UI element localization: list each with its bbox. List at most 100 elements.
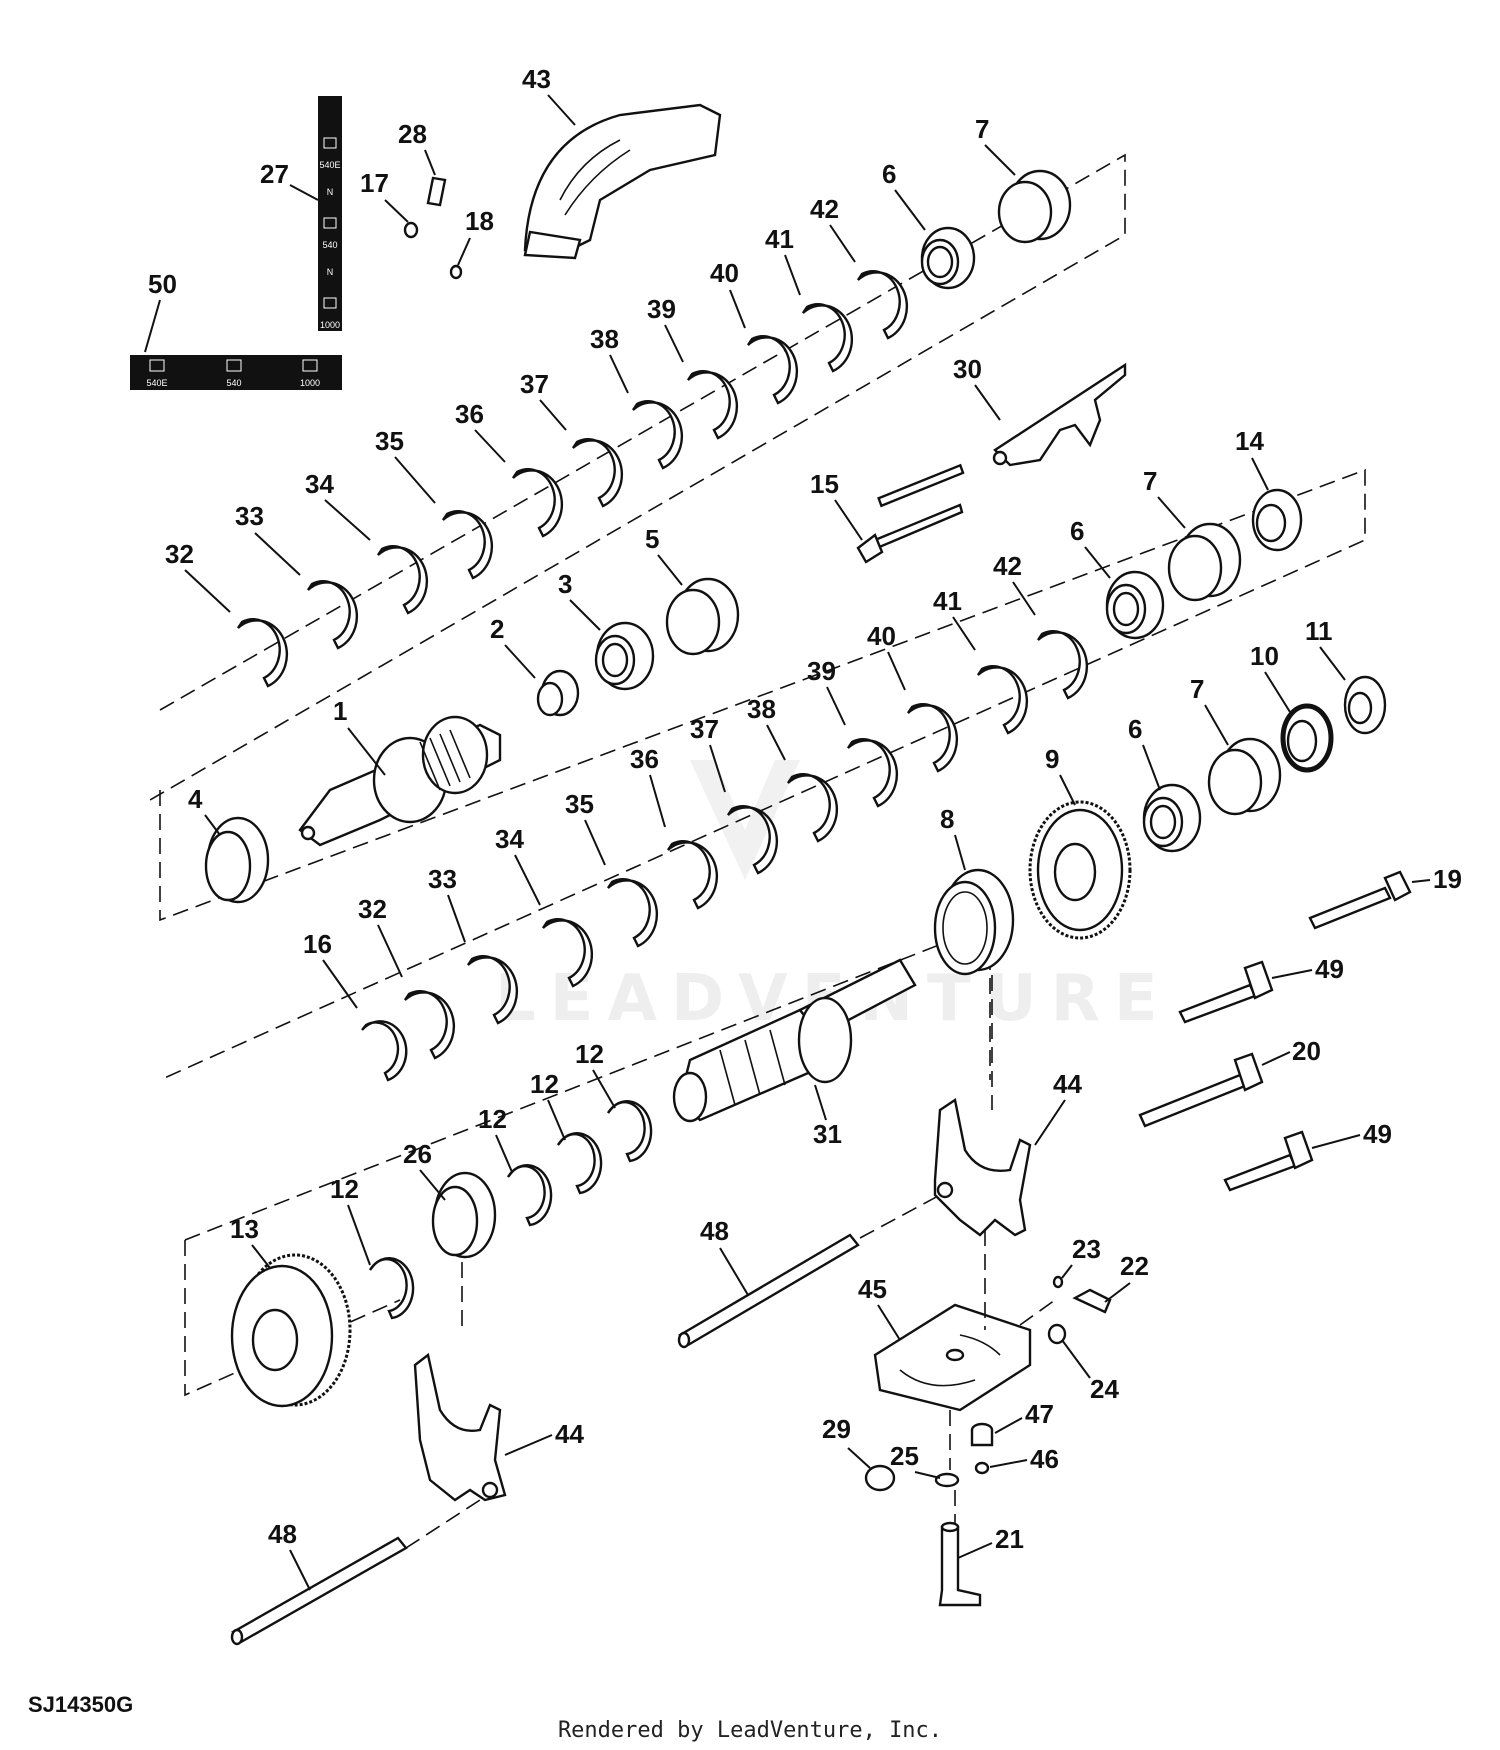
- part-cup-5: [665, 577, 740, 656]
- decal-label-540e: 540E: [319, 160, 340, 170]
- snap-rings-top-row: [237, 270, 909, 688]
- callout-40-mid: 40: [867, 621, 896, 651]
- callout-48-lower: 48: [268, 1519, 297, 1549]
- ring-40-top: [747, 335, 799, 405]
- part-bolt-49-lower: [1223, 1130, 1314, 1192]
- part-shift-rod-48-lower: [230, 1536, 408, 1646]
- ring-16: [361, 1020, 408, 1082]
- part-shaft-21: [938, 1521, 982, 1607]
- assembly-frame-top: [149, 153, 1126, 801]
- part-clip-22: [1072, 1288, 1112, 1314]
- callout-16: 16: [303, 929, 332, 959]
- ring-33-mid: [467, 955, 519, 1025]
- callout-10: 10: [1250, 641, 1279, 671]
- callout-35-top: 35: [375, 426, 404, 456]
- part-washer-14: [1251, 488, 1303, 552]
- part-shift-plate-45: [873, 1303, 1032, 1412]
- callout-33-top: 33: [235, 501, 264, 531]
- part-pin-23: [1052, 1275, 1064, 1289]
- callout-46: 46: [1030, 1444, 1059, 1474]
- callout-14: 14: [1235, 426, 1264, 456]
- callout-7-low: 7: [1190, 674, 1204, 704]
- part-shift-bracket-43: [523, 103, 722, 260]
- callout-27: 27: [260, 159, 289, 189]
- ring-36-top: [512, 468, 564, 538]
- part-gear-26: [431, 1171, 497, 1259]
- callout-4: 4: [188, 784, 203, 814]
- callout-36-mid: 36: [630, 744, 659, 774]
- callout-12-a: 12: [575, 1039, 604, 1069]
- callout-25: 25: [890, 1441, 919, 1471]
- callout-11: 11: [1305, 616, 1333, 646]
- part-washer-25: [934, 1472, 960, 1488]
- part-shaft-1: [298, 715, 502, 847]
- decal-label-540-h: 540: [226, 378, 241, 388]
- callout-1: 1: [333, 696, 347, 726]
- part-bolt-49-upper: [1178, 960, 1274, 1024]
- part-bolt-20: [1138, 1052, 1264, 1128]
- ring-35-top: [442, 510, 494, 580]
- callout-19: 19: [1433, 864, 1462, 894]
- part-shaft-31: [672, 958, 917, 1123]
- callout-12-d: 12: [330, 1174, 359, 1204]
- part-bushing-47: [970, 1422, 994, 1447]
- ring-32-mid: [404, 990, 456, 1060]
- callout-49-lower: 49: [1363, 1119, 1392, 1149]
- callout-42-top: 42: [810, 194, 839, 224]
- callout-18: 18: [465, 206, 494, 236]
- part-shift-lever-30: [992, 362, 1127, 467]
- callout-13: 13: [230, 1214, 259, 1244]
- decal-label-540: 540: [322, 240, 337, 250]
- callout-42-mid: 42: [993, 551, 1022, 581]
- part-pin-28: [426, 176, 447, 207]
- callout-6-low: 6: [1128, 714, 1142, 744]
- part-washer-11: [1343, 675, 1387, 735]
- callout-3: 3: [558, 569, 572, 599]
- part-gear-13: [230, 1253, 352, 1408]
- ring-39-mid: [847, 738, 899, 808]
- part-bearing-3: [594, 621, 655, 691]
- callout-44-upper: 44: [1053, 1069, 1082, 1099]
- ring-41-top: [802, 303, 854, 373]
- part-seal-10: [1280, 703, 1334, 773]
- part-bearing-6-low: [1142, 783, 1202, 853]
- decal-label-n1: N: [327, 187, 334, 197]
- callouts: 43 28 17 18 27 50 7 6 42 41 40 39 38 37 …: [144, 64, 1462, 1591]
- ring-37-mid: [727, 805, 779, 875]
- callout-34-top: 34: [305, 469, 334, 499]
- callout-23: 23: [1072, 1234, 1101, 1264]
- callout-36-top: 36: [455, 399, 484, 429]
- callout-32-mid: 32: [358, 894, 387, 924]
- callout-49-upper: 49: [1315, 954, 1344, 984]
- part-spacer-2: [536, 669, 580, 717]
- callout-5: 5: [645, 524, 659, 554]
- alignment-lines: [405, 975, 1056, 1549]
- decal-label-1000-h: 1000: [300, 378, 320, 388]
- part-nut-17: [403, 221, 419, 239]
- part-gear-4: [204, 816, 270, 904]
- part-cup-7-top: [997, 169, 1072, 244]
- part-cup-7-mid: [1167, 522, 1242, 602]
- decal-vertical-27: 540E N 540 N 1000: [318, 96, 342, 331]
- callout-24: 24: [1090, 1374, 1119, 1404]
- callout-40-top: 40: [710, 258, 739, 288]
- callout-6-top: 6: [882, 159, 896, 189]
- ring-33-top: [307, 580, 359, 650]
- callout-22: 22: [1120, 1251, 1149, 1281]
- callout-15: 15: [810, 469, 839, 499]
- callout-17: 17: [360, 168, 389, 198]
- callout-32-top: 32: [165, 539, 194, 569]
- callout-7-top: 7: [975, 114, 989, 144]
- callout-38-top: 38: [590, 324, 619, 354]
- callout-29: 29: [822, 1414, 851, 1444]
- callout-21: 21: [995, 1524, 1024, 1554]
- callout-38-mid: 38: [747, 694, 776, 724]
- ring-39-top: [687, 370, 739, 440]
- ring-40-mid: [907, 703, 959, 773]
- part-ring-12-a: [368, 1257, 415, 1320]
- decal-horizontal-50: 540E 540 1000: [130, 355, 342, 390]
- decal-label-540e-h: 540E: [146, 378, 167, 388]
- ring-38-top: [632, 400, 684, 470]
- callout-8: 8: [940, 804, 954, 834]
